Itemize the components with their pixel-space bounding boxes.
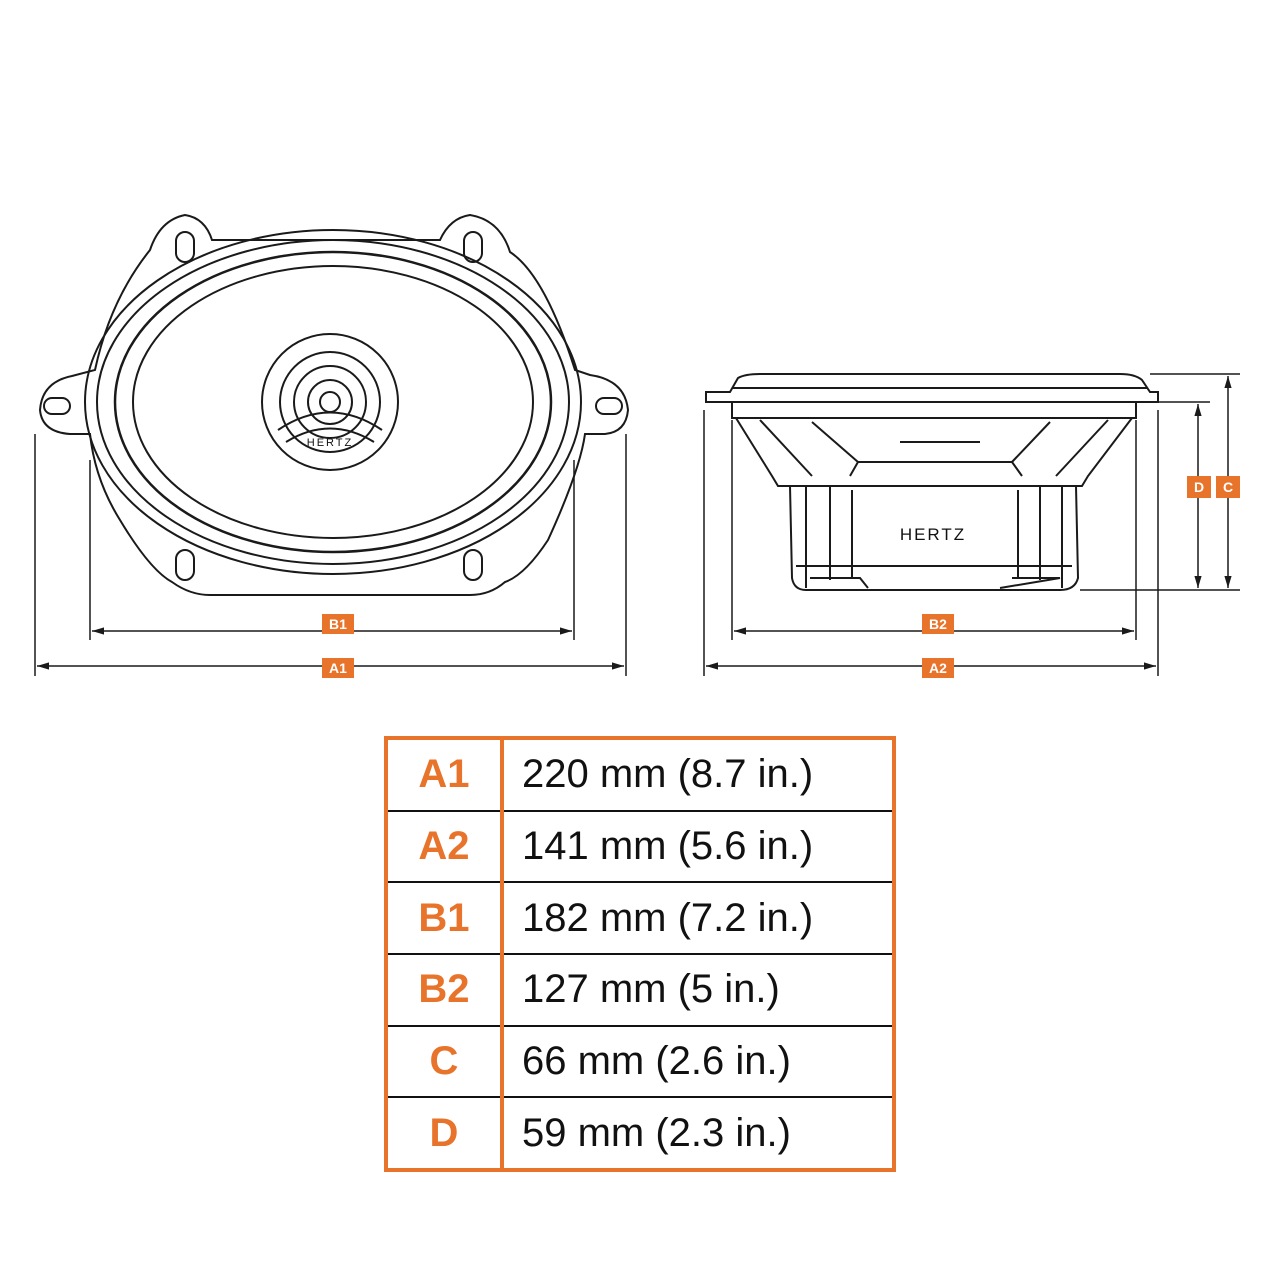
- svg-text:A2: A2: [929, 660, 947, 676]
- tag-a2: A2: [922, 658, 954, 678]
- magnet-assembly: [788, 485, 1080, 591]
- tweeter-center: [319, 391, 341, 413]
- mounting-plate-outline: [38, 213, 630, 596]
- table-row: D 59 mm (2.3 in.): [386, 1097, 894, 1170]
- dimension-key: D: [386, 1097, 504, 1170]
- table-row: A2 141 mm (5.6 in.): [386, 810, 894, 884]
- mount-slot-top-right: [463, 231, 483, 263]
- dimension-value: 141 mm (5.6 in.): [502, 810, 894, 884]
- basket-outline: [734, 417, 1135, 487]
- mount-slot-bottom-right: [463, 549, 483, 581]
- dimension-key: B1: [386, 882, 504, 955]
- mount-slot-top-left: [175, 231, 195, 263]
- table-row: B2 127 mm (5 in.): [386, 953, 894, 1027]
- cone-edge: [132, 265, 534, 539]
- side-view: [705, 373, 1159, 591]
- side-dimension-lines: [703, 373, 1240, 676]
- svg-text:B1: B1: [329, 616, 347, 632]
- dimension-spec-table: A1 220 mm (8.7 in.) A2 141 mm (5.6 in.) …: [384, 736, 896, 1172]
- tweeter-housing: [261, 333, 399, 471]
- flange: [731, 401, 1137, 419]
- dimension-key: B2: [386, 953, 504, 1027]
- basket-inner: [759, 419, 1109, 477]
- svg-text:B2: B2: [929, 616, 947, 632]
- frame-outer-ring: [84, 229, 582, 575]
- dimension-key: A1: [386, 738, 504, 812]
- table-row: A1 220 mm (8.7 in.): [386, 738, 894, 812]
- tag-b1: B1: [322, 614, 354, 634]
- mount-slot-right: [595, 397, 623, 415]
- dimension-value: 59 mm (2.3 in.): [522, 1110, 791, 1155]
- front-logo: HERTZ: [307, 437, 353, 449]
- dimension-key: A2: [386, 810, 504, 884]
- table-row: B1 182 mm (7.2 in.): [386, 882, 894, 955]
- surround-outer: [113, 250, 553, 554]
- svg-text:C: C: [1223, 479, 1233, 495]
- mount-slot-bottom-left: [175, 549, 195, 581]
- tag-b2: B2: [922, 614, 954, 634]
- table-row: C 66 mm (2.6 in.): [386, 1025, 894, 1099]
- dimension-value: 127 mm (5 in.): [502, 953, 894, 1027]
- dimension-key: C: [386, 1025, 504, 1099]
- tag-c: C: [1216, 476, 1240, 498]
- svg-text:D: D: [1194, 479, 1204, 495]
- tag-d: D: [1187, 476, 1211, 498]
- front-view: [38, 213, 630, 596]
- tweeter-dome: [307, 379, 353, 425]
- speaker-dimension-drawing: HERTZ B1 A1 HERTZ: [34, 213, 1240, 678]
- side-logo: HERTZ: [900, 525, 966, 544]
- svg-text:A1: A1: [329, 660, 347, 676]
- tweeter-ring-inner: [293, 365, 367, 439]
- tag-a1: A1: [322, 658, 354, 678]
- dimension-value: 66 mm (2.6 in.): [502, 1025, 894, 1099]
- tweeter-ring: [279, 351, 381, 453]
- dimension-value: 182 mm (7.2 in.): [502, 882, 894, 955]
- dimension-value: 220 mm (8.7 in.): [502, 738, 894, 812]
- frame-inner-ring: [96, 239, 570, 565]
- tweeter-bridge: [277, 411, 383, 443]
- mount-slot-left: [43, 397, 71, 415]
- frame-top: [705, 373, 1159, 403]
